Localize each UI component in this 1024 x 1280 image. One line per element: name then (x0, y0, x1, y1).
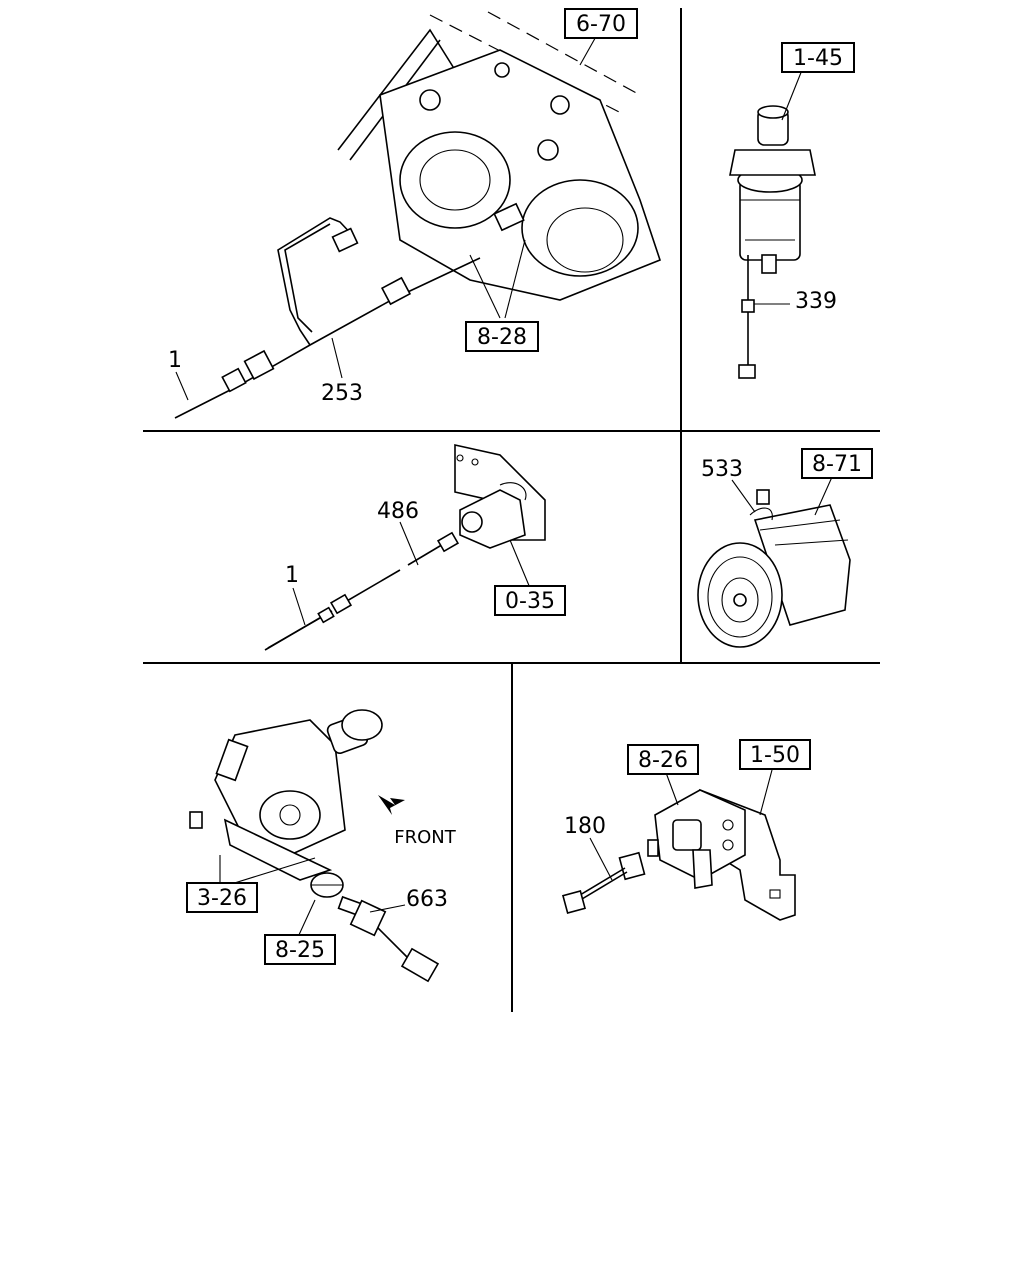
svg-text:8-71: 8-71 (812, 452, 862, 477)
svg-text:1-45: 1-45 (793, 46, 843, 71)
fuel-filter-drawing (729, 105, 816, 379)
ref-box-8-28: 8-28 (465, 321, 539, 352)
svg-text:0-35: 0-35 (505, 589, 555, 614)
panel-dividers (143, 8, 880, 1012)
compressor-drawing (697, 489, 851, 648)
part-label-533: 533 (701, 457, 743, 482)
ref-box-0-35: 0-35 (494, 585, 566, 616)
direction-label-front: FRONT (394, 827, 456, 848)
part-label-253: 253 (321, 381, 363, 406)
pressure-switch-panel: FRONT 3-26 8-25 663 (186, 709, 457, 983)
svg-text:8-25: 8-25 (275, 938, 325, 963)
ref-box-6-70: 6-70 (564, 8, 638, 39)
part-label-339: 339 (795, 289, 837, 314)
ref-box-8-26: 8-26 (627, 744, 699, 775)
horn-drawing (337, 11, 661, 301)
ref-box-1-45: 1-45 (781, 42, 855, 73)
svg-text:8-28: 8-28 (477, 325, 527, 350)
part-label-180: 180 (564, 814, 606, 839)
bracket-switch-panel: 0-35 486 1 (264, 444, 566, 651)
bracket-switch-harness (264, 531, 460, 651)
svg-text:8-26: 8-26 (638, 748, 688, 773)
part-label-1: 1 (168, 348, 182, 373)
relay-bracket-harness (561, 851, 646, 915)
ref-box-8-25: 8-25 (264, 934, 336, 965)
svg-text:1-50: 1-50 (750, 743, 800, 768)
relay-bracket-panel: 8-26 1-50 180 (561, 739, 811, 921)
ref-box-8-71: 8-71 (801, 448, 873, 479)
horn-harness (174, 217, 481, 419)
part-label-663: 663 (406, 887, 448, 912)
part-label-486: 486 (377, 499, 419, 524)
relay-bracket-drawing (647, 788, 796, 921)
ref-box-1-50: 1-50 (739, 739, 811, 770)
ref-box-3-26: 3-26 (186, 882, 258, 913)
horn-panel: 6-70 8-28 1 253 (168, 8, 661, 419)
compressor-panel: 8-71 533 (697, 448, 873, 648)
front-arrow-icon (378, 795, 405, 815)
bracket-switch-drawing (454, 444, 546, 549)
svg-text:3-26: 3-26 (197, 886, 247, 911)
part-label-1: 1 (285, 563, 299, 588)
fuel-filter-panel: 1-45 339 (729, 42, 855, 379)
pressure-switch-drawing (189, 709, 440, 983)
svg-text:6-70: 6-70 (576, 12, 626, 37)
